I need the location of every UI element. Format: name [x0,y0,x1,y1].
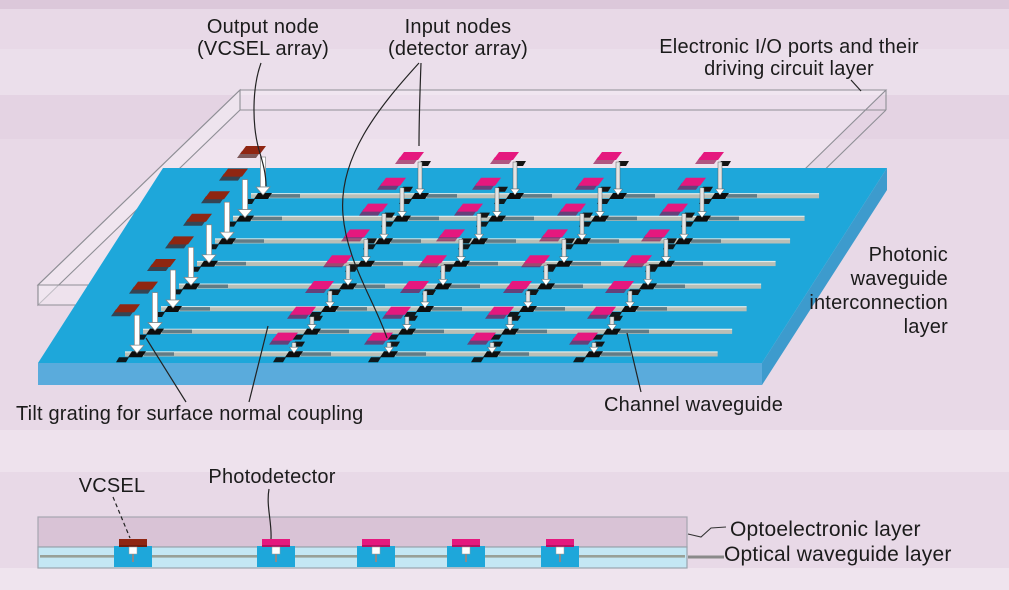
leader-input-nodes-a [418,62,422,147]
vcsel-unit [219,168,282,227]
vcsel-unit [201,191,264,250]
detector-unit [695,152,757,204]
label-optical-waveguide-layer: Optical waveguide layer [724,543,952,566]
leader-input-nodes-b [342,62,420,339]
detector-unit [605,281,667,317]
leader-electronic-layer [850,79,862,92]
photodetector-device [357,539,395,567]
detector-unit [305,281,367,317]
slab-front-face [38,363,762,385]
detector-unit [593,152,655,204]
vcsel-device [114,539,152,567]
label-photonic-line2: waveguide [850,268,948,290]
label-channel-waveguide: Channel waveguide [604,394,783,416]
label-photodetector: Photodetector [208,466,335,488]
label-photonic-line1: Photonic [869,244,948,266]
detector-unit [569,332,631,363]
label-vcsel: VCSEL [79,475,146,497]
leader-tilt-grating-a [145,337,187,403]
label-tilt-grating: Tilt grating for surface normal coupling [16,403,363,425]
label-input-nodes-line1: Input nodes [405,16,512,38]
photodetector-device [257,539,295,567]
label-photonic-line3: interconnection [809,292,948,314]
detector-unit [659,203,721,250]
detector-unit [454,203,516,250]
label-output-node-line1: Output node [207,16,319,38]
label-electronic-line2: driving circuit layer [704,58,874,80]
detector-unit [436,229,498,272]
detector-unit [364,332,426,363]
detector-unit [341,229,403,272]
detector-unit [472,177,534,227]
slab-side-face [762,168,887,385]
detector-unit [503,281,565,317]
background-stripe [0,430,1009,472]
background-stripe [0,568,1009,590]
detector-unit [490,152,552,204]
detector-unit [323,255,385,295]
cross-section [37,488,727,569]
detector-unit [485,306,547,340]
leader-channel-waveguide [626,332,642,393]
vcsel-unit [111,304,174,363]
detector-unit [467,332,529,363]
vcsel-unit [183,213,246,272]
detector-unit [677,177,739,227]
cross-section-devices-group [114,539,579,567]
vcsel-unit [129,281,192,340]
photodetector-device [541,539,579,567]
detector-unit [400,281,462,317]
leader-vcsel [112,496,131,539]
vcsel-unit [147,259,210,317]
label-optoelectronic-layer: Optoelectronic layer [730,518,921,541]
detector-unit [382,306,444,340]
detector-unit [359,203,421,250]
label-output-node-line2: (VCSEL array) [197,38,329,60]
photodetector-device [447,539,485,567]
detector-unit [395,152,457,204]
background-stripe [0,95,1009,139]
background-stripe [0,49,1009,95]
leader-optoelectronic-layer [687,526,727,538]
label-electronic-line1: Electronic I/O ports and their [659,36,919,58]
detector-unit [287,306,349,340]
detector-unit [269,332,331,363]
label-input-nodes-line2: (detector array) [388,38,528,60]
leader-tilt-grating-b [248,325,269,403]
leader-photodetector [267,488,272,540]
detector-unit [418,255,480,295]
detector-unit [521,255,583,295]
label-photonic-line4: layer [904,316,948,338]
leader-output-node [253,62,267,187]
optoelectronic-units-group [111,146,757,363]
background-top-band [0,0,1009,9]
